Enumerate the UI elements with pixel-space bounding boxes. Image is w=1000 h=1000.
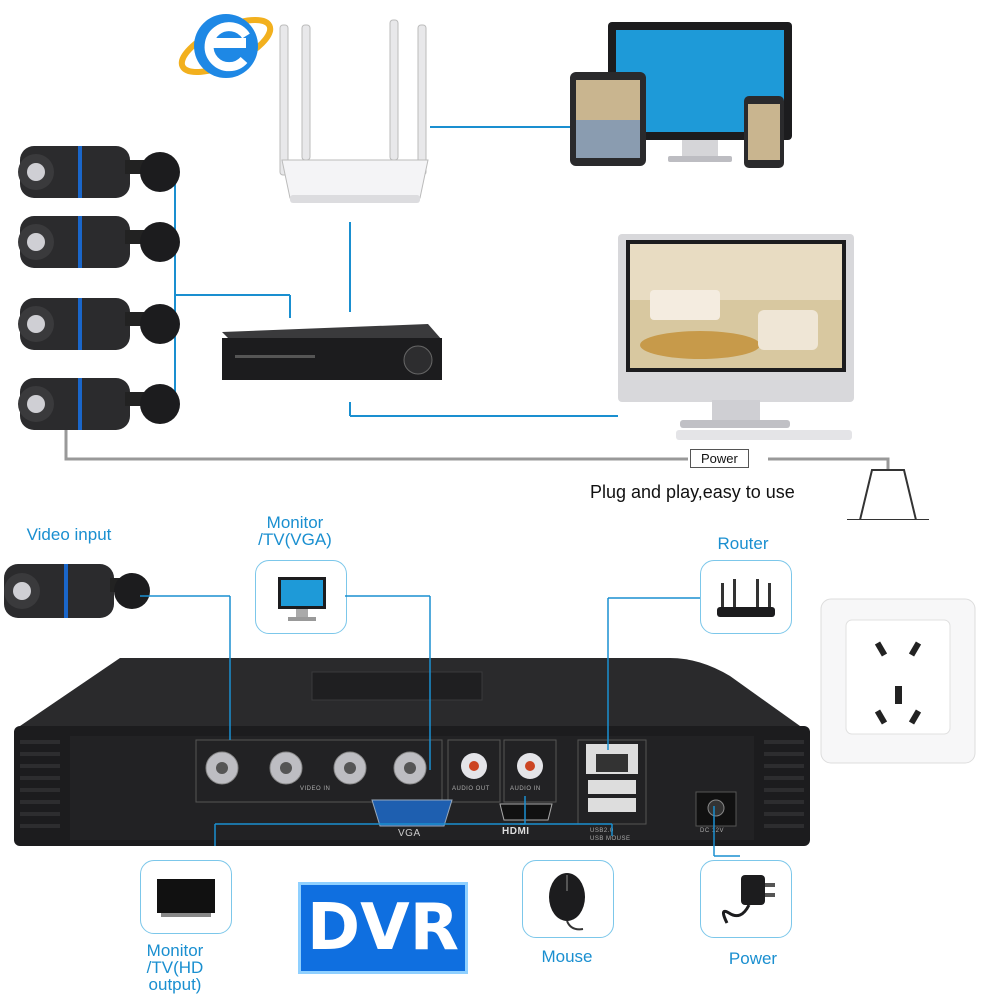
tv-icon [157,879,215,917]
monitor-hd-label-line3: output) [148,975,202,994]
mouse-label: Mouse [541,947,593,966]
dvr-unit [14,658,810,846]
power-cable [64,430,890,470]
router-label: Router [717,534,769,553]
usb-mouse-port-label: USB MOUSE [590,836,631,842]
dvr-badge: DVR [298,882,468,974]
router-icon [279,19,429,203]
power-label: Power [728,949,778,968]
vga-port-label: VGA [398,828,421,839]
audio-out-port-label: AUDIO OUT [452,786,490,792]
monitor-vga-callout [255,560,347,634]
phone-icon [744,96,784,168]
monitor-hd-label-line2: /TV(HD [146,958,204,977]
plug-and-play-caption: Plug and play,easy to use [590,482,795,502]
monitor-hd-label-line1: Monitor [146,941,204,960]
mouse-icon [549,873,585,931]
router-callout [700,560,792,634]
monitor-hd-callout [140,860,232,934]
monitor-icon [278,577,326,621]
monitor-vga-label-line2: /TV(VGA) [258,530,332,549]
plug-icon [847,469,929,520]
camera-icon [4,564,150,618]
video-input-label: Video input [26,525,112,544]
monitor-icon [618,234,854,440]
internet-explorer-icon [178,14,274,78]
mouse-callout [522,860,614,938]
wall-socket-icon [820,598,976,764]
dc-port-label: DC 12V [700,828,725,834]
camera-icon [18,146,180,430]
top-connection-diagram [18,14,929,520]
connection-lines [160,126,618,417]
dvr-icon [222,324,442,380]
video-in-ports [195,739,443,803]
bottom-connection-lines [140,595,740,857]
power-tag: Power [690,449,749,468]
router-icon [717,579,775,617]
power-adapter-icon [722,875,775,924]
audio-in-port-label: AUDIO IN [510,786,541,792]
hdmi-port-label: HDMI [502,826,530,837]
power-callout [700,860,792,938]
tablet-icon [570,72,646,166]
video-in-port-label: VIDEO IN [300,786,331,792]
usb-port-label: USB2.0 [590,828,614,834]
monitor-vga-label-line1: Monitor [266,513,324,532]
